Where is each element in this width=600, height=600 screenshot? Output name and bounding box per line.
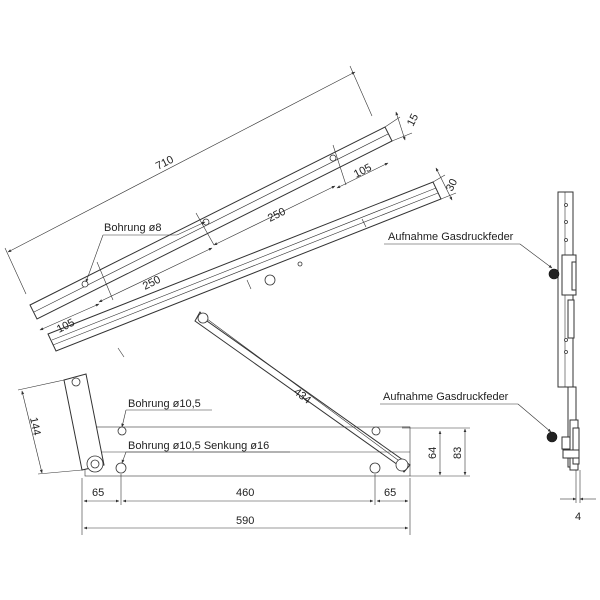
dimension-710 — [4, 65, 373, 295]
base-countersink-left — [115, 462, 127, 474]
gas-spring-mount-upper — [548, 268, 560, 280]
left-arm-pivot-bottom-inner — [90, 459, 100, 469]
bar-hole-right — [329, 154, 337, 162]
dim-15-label: 15 — [405, 112, 421, 128]
label-gas-spring-upper: Aufnahme Gasdruckfeder — [388, 231, 514, 243]
gas-spring-mount-lower — [546, 431, 558, 443]
bar-hole-left — [81, 280, 89, 288]
dim-460-label: 460 — [236, 487, 254, 499]
diagonal-arm — [194, 311, 411, 473]
side-view — [546, 191, 580, 471]
callout-bohrung-senkung — [121, 451, 290, 464]
bar-hole-middle — [202, 218, 210, 226]
dim-30-label: 30 — [444, 177, 460, 193]
base-countersink-right — [369, 462, 381, 474]
dimension-30 — [432, 167, 457, 201]
dim-105-right-label: 105 — [352, 162, 374, 181]
rail-hole — [264, 274, 276, 286]
dimension-105-left — [39, 303, 100, 331]
dimension-15 — [384, 111, 413, 142]
callout-bohrung-8 — [85, 221, 206, 283]
callout-gas-spring-lower — [380, 403, 552, 433]
dim-83-label: 83 — [452, 447, 464, 459]
dim-250-right-label: 250 — [266, 206, 288, 225]
dim-144-label: 144 — [27, 416, 43, 436]
dimension-base-row — [81, 474, 411, 535]
label-gas-spring-lower: Aufnahme Gasdruckfeder — [383, 391, 509, 403]
label-bohrung-8: Bohrung ø8 — [104, 222, 161, 234]
rail-small-hole — [297, 261, 303, 267]
dim-590-label: 590 — [236, 515, 254, 527]
dimension-4 — [560, 470, 596, 503]
dim-4-label: 4 — [575, 511, 581, 523]
base-hole-left — [117, 426, 127, 436]
dim-65-right-label: 65 — [384, 487, 396, 499]
callout-gas-spring-upper — [384, 243, 553, 269]
left-short-arm — [63, 373, 105, 473]
dimension-250-left — [98, 247, 213, 303]
dim-64-label: 64 — [427, 447, 439, 459]
callout-bohrung-10-5 — [121, 409, 212, 428]
arm-pivot-top — [197, 312, 209, 324]
arm-pivot-bottom — [395, 458, 409, 472]
label-bohrung-10-5: Bohrung ø10,5 — [128, 398, 201, 410]
dim-710-label: 710 — [154, 154, 176, 173]
dimension-105-right — [336, 162, 389, 189]
base-hole-right — [371, 426, 381, 436]
dim-65-left-label: 65 — [92, 487, 104, 499]
dimension-144 — [17, 379, 83, 475]
dimension-250-right — [213, 185, 336, 246]
label-bohrung-senkung: Bohrung ø10,5 Senkung ø16 — [128, 440, 269, 452]
dimension-64-83 — [402, 426, 470, 477]
left-arm-pivot-top — [71, 377, 81, 387]
